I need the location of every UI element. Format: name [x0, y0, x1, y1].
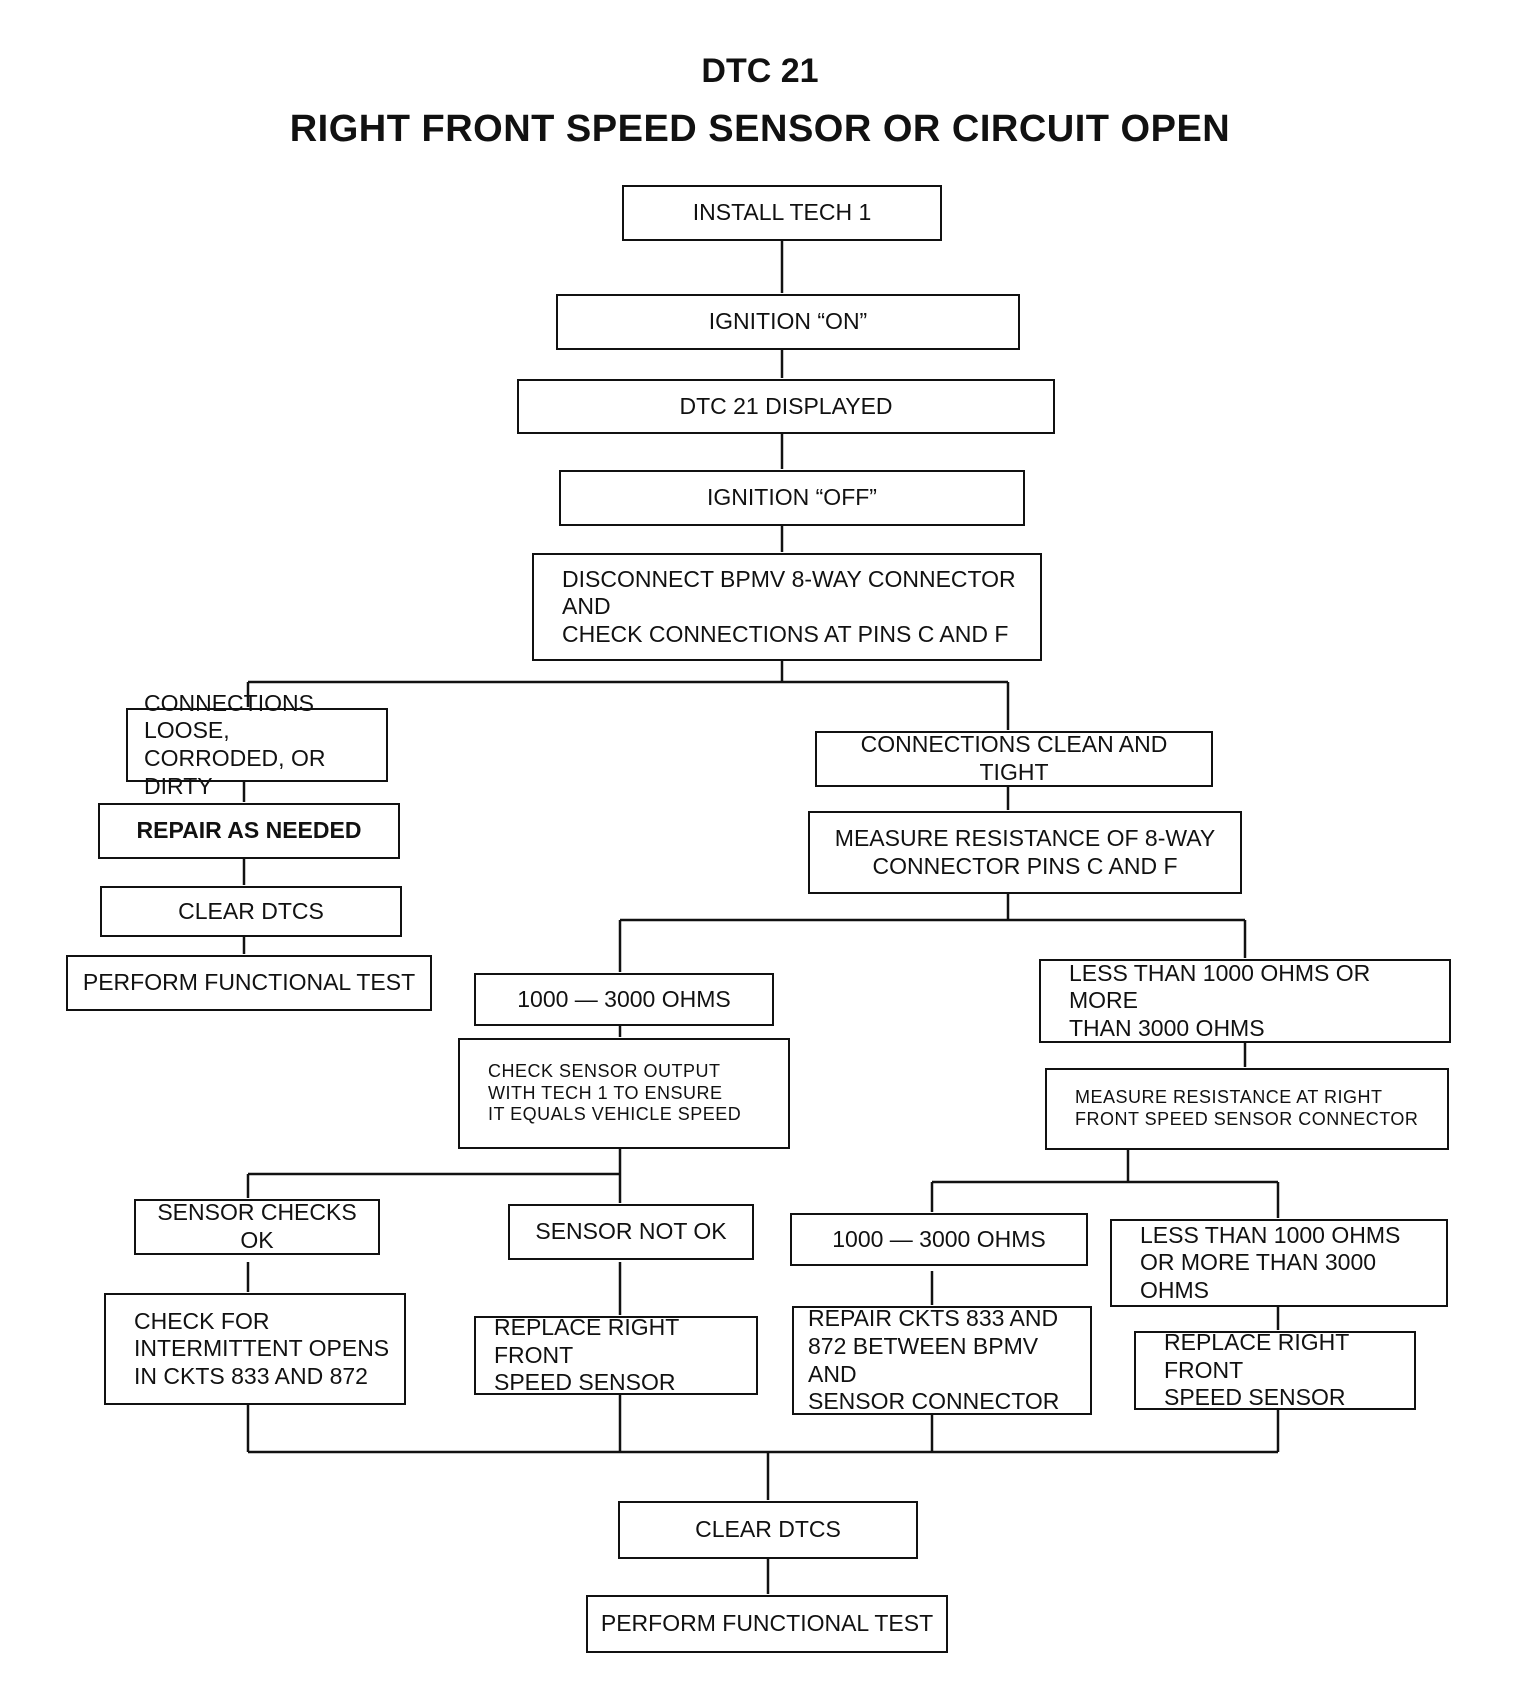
- connections-loose-result: CONNECTIONS LOOSE, CORRODED, OR DIRTY: [126, 690, 388, 799]
- ohms-out-of-range-result-b: LESS THAN 1000 OHMS OR MORE THAN 3000 OH…: [1110, 1219, 1448, 1307]
- perform-test-final-step: PERFORM FUNCTIONAL TEST: [586, 1595, 948, 1653]
- check-sensor-output-step: CHECK SENSOR OUTPUT WITH TECH 1 TO ENSUR…: [458, 1038, 790, 1149]
- sensor-not-ok-result: SENSOR NOT OK: [508, 1204, 754, 1260]
- ohms-in-range-result-b: 1000 — 3000 OHMS: [790, 1213, 1088, 1266]
- ignition-off-step: IGNITION “OFF”: [559, 470, 1025, 526]
- install-tech1-step: INSTALL TECH 1: [622, 185, 942, 241]
- measure-8way-step: MEASURE RESISTANCE OF 8-WAY CONNECTOR PI…: [808, 811, 1242, 894]
- repair-as-needed-step: REPAIR AS NEEDED: [98, 803, 400, 859]
- check-intermittent-opens-step: CHECK FOR INTERMITTENT OPENS IN CKTS 833…: [104, 1293, 406, 1405]
- repair-ckts-step: REPAIR CKTS 833 AND 872 BETWEEN BPMV AND…: [792, 1305, 1092, 1415]
- clear-dtcs-final-step: CLEAR DTCS: [618, 1501, 918, 1559]
- replace-sensor-step-a: REPLACE RIGHT FRONT SPEED SENSOR: [474, 1314, 758, 1395]
- clear-dtcs-left-step: CLEAR DTCS: [100, 886, 402, 937]
- ohms-in-range-result-a: 1000 — 3000 OHMS: [474, 973, 774, 1026]
- replace-sensor-step-b: REPLACE RIGHT FRONT SPEED SENSOR: [1134, 1329, 1416, 1410]
- diagram-subtitle: RIGHT FRONT SPEED SENSOR OR CIRCUIT OPEN: [289, 108, 1231, 150]
- connections-clean-result: CONNECTIONS CLEAN AND TIGHT: [815, 731, 1213, 787]
- sensor-checks-ok-result: SENSOR CHECKS OK: [134, 1199, 380, 1255]
- measure-rf-connector-step: MEASURE RESISTANCE AT RIGHT FRONT SPEED …: [1045, 1068, 1449, 1150]
- ohms-out-of-range-result-a: LESS THAN 1000 OHMS OR MORE THAN 3000 OH…: [1039, 959, 1451, 1043]
- dtc21-displayed-step: DTC 21 DISPLAYED: [517, 379, 1055, 434]
- perform-test-left-step: PERFORM FUNCTIONAL TEST: [66, 955, 432, 1011]
- diagram-title: DTC 21: [701, 52, 819, 90]
- ignition-on-step: IGNITION “ON”: [556, 294, 1020, 350]
- disconnect-bpmv-step: DISCONNECT BPMV 8-WAY CONNECTOR AND CHEC…: [532, 553, 1042, 661]
